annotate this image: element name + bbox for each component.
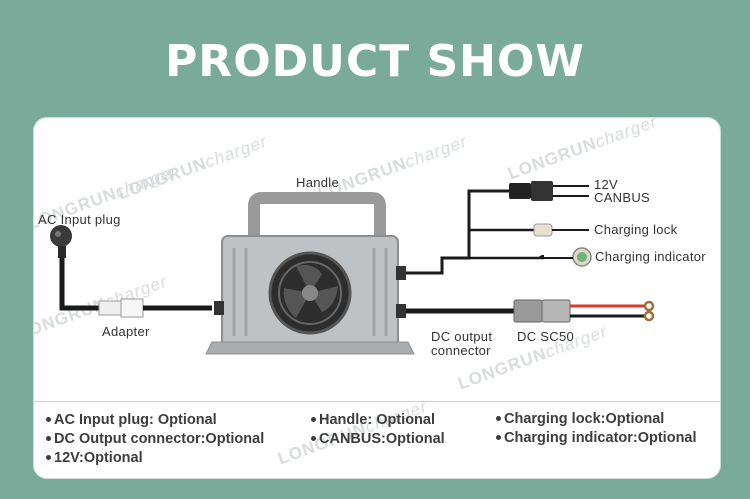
charger-diagram: [50, 181, 655, 355]
options-column-2: Handle: Optional CANBUS:Optional: [311, 411, 445, 449]
option-item: DC Output connector:Optional: [46, 430, 264, 449]
divider: [34, 401, 720, 402]
product-panel: LONGRUNcharger LONGRUNcharger LONGRUNcha…: [33, 117, 721, 479]
option-item: Charging indicator:Optional: [496, 429, 697, 448]
page-title: PRODUCT SHOW: [165, 36, 585, 87]
bullet-icon: [46, 416, 51, 422]
fan-icon: [268, 251, 352, 335]
label-charging-indicator: Charging indicator: [595, 249, 706, 264]
bullet-icon: [496, 415, 501, 421]
label-ac-input-plug: AC Input plug: [38, 212, 121, 227]
charging-lock-icon: [533, 223, 589, 237]
options-column-3: Charging lock:Optional Charging indicato…: [496, 410, 697, 448]
bullet-icon: [496, 434, 501, 440]
bullet-icon: [46, 454, 51, 460]
ac-plug-icon: [50, 225, 99, 311]
label-dc-output-connector-line2: connector: [431, 343, 491, 358]
option-item: 12V:Optional: [46, 449, 264, 468]
adapter-icon: [98, 298, 212, 318]
label-dc-sc50: DC SC50: [517, 329, 575, 344]
option-item: Handle: Optional: [311, 411, 445, 430]
label-handle: Handle: [296, 175, 339, 190]
label-dc-output-connector-line1: DC output: [431, 329, 493, 344]
option-item: Charging lock:Optional: [496, 410, 697, 429]
label-12v: 12V: [594, 177, 619, 192]
label-adapter: Adapter: [102, 324, 150, 339]
handle-icon: [248, 192, 386, 236]
label-charging-lock: Charging lock: [594, 222, 678, 237]
bullet-icon: [311, 435, 316, 441]
option-item: AC Input plug: Optional: [46, 411, 264, 430]
bullet-icon: [46, 435, 51, 441]
option-item: CANBUS:Optional: [311, 430, 445, 449]
bullet-icon: [311, 416, 316, 422]
charging-indicator-icon: [534, 247, 592, 267]
label-canbus: CANBUS: [594, 190, 650, 205]
sc50-connector-icon: [513, 299, 655, 323]
canbus-connector-icon: [509, 181, 589, 201]
options-column-1: AC Input plug: Optional DC Output connec…: [46, 411, 264, 468]
signal-cables: [406, 189, 544, 275]
